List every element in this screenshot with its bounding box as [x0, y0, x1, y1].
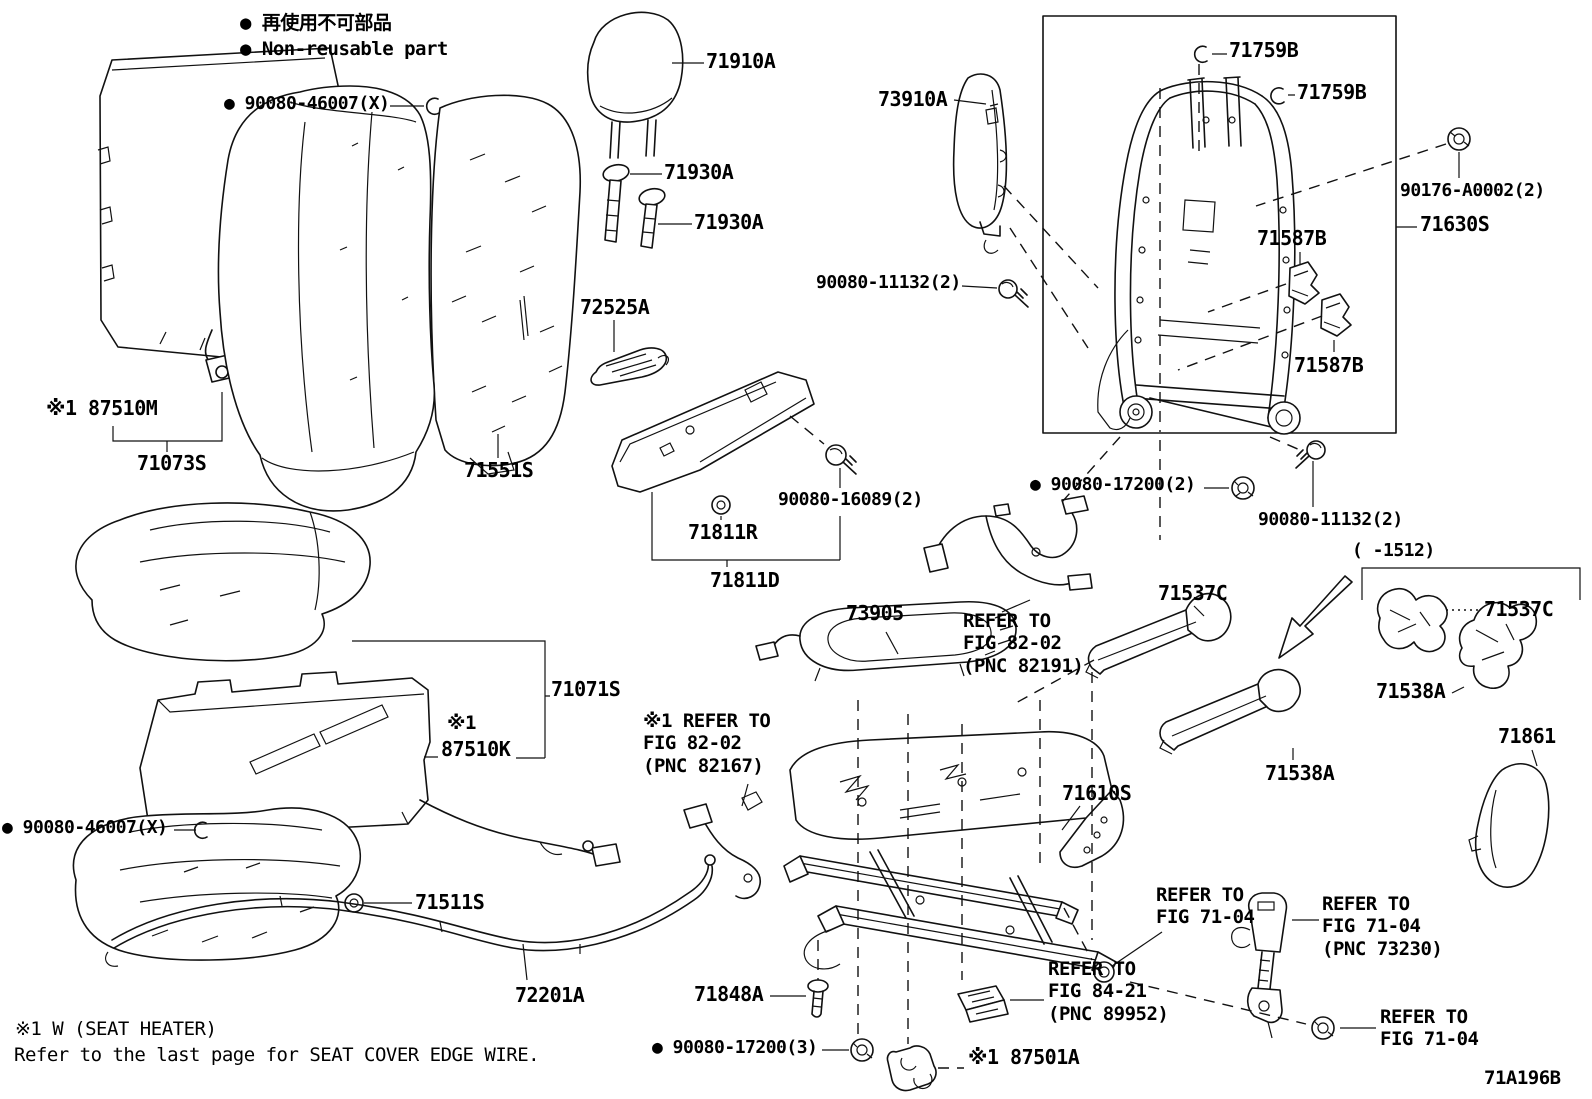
- recline-lever-72525a-drawing: [590, 347, 670, 386]
- seatback-frame-box: [1042, 15, 1397, 434]
- part-71537c-2: 71537C: [1484, 597, 1554, 621]
- screw-90080-11132-drawing-1: [998, 279, 1029, 308]
- part-71587b-2: 71587B: [1294, 353, 1364, 377]
- part-87501a: ※1 87501A: [968, 1045, 1080, 1069]
- part-90080-17200-2: ● 90080-17200(2): [1030, 474, 1196, 495]
- headrest-support-71930a-drawing-2: [638, 187, 666, 249]
- part-90080-11132-2: 90080-11132(2): [1258, 509, 1403, 530]
- washer-fig-71-04-drawing: [1093, 961, 1115, 983]
- belt-buckle-drawing: [1231, 892, 1288, 1039]
- edge-wire-72201a-drawing: [105, 854, 716, 967]
- rail-shield-71537c-right-drawing: [1376, 587, 1448, 653]
- part-71538a-2: 71538A: [1265, 761, 1335, 785]
- ref-fig-82-02-82191: REFER TO FIG 82-02 (PNC 82191): [963, 610, 1084, 677]
- rail-shield-71538a-right-drawing: [1458, 601, 1538, 689]
- part-90080-11132-1: 90080-11132(2): [816, 272, 961, 293]
- part-90080-16089: 90080-16089(2): [778, 489, 923, 510]
- figure-code: 71A196B: [1484, 1067, 1561, 1089]
- part-73910a: 73910A: [878, 87, 948, 111]
- seat-track-71610s-drawing: [783, 730, 1125, 979]
- headrest-support-71930a-drawing-1: [602, 163, 630, 243]
- bracket-1512-variants: [1361, 567, 1581, 600]
- part-87510m: ※1 87510M: [46, 396, 158, 420]
- bracket-71587b-drawing-1: [1288, 261, 1320, 305]
- part-71930a-1: 71930A: [664, 160, 734, 184]
- cushion-cover-71071s-drawing: [75, 502, 371, 662]
- part-87510k: 87510K: [441, 737, 511, 761]
- seat-shield-71811d-drawing: [611, 371, 815, 493]
- part-71073s: 71073S: [137, 451, 207, 475]
- part-71538a-1: 71538A: [1376, 679, 1446, 703]
- headrest-71910a-drawing: [586, 11, 684, 159]
- part-73905: 73905: [846, 601, 904, 625]
- cushion-heater-87510k-drawing: [139, 671, 621, 867]
- assembly-dash-lines: [789, 64, 1447, 1044]
- note-mark-1: ※1: [447, 712, 476, 734]
- rail-shield-71538a-left-drawing: [1159, 668, 1301, 755]
- variant-arrow-icon: [1278, 575, 1353, 659]
- harness-82167-drawing: [683, 791, 763, 900]
- outer-shield-71861-drawing: [1468, 763, 1550, 888]
- part-71759b-1: 71759B: [1229, 38, 1299, 62]
- ref-fig-82-02-82167: ※1 REFER TO FIG 82-02 (PNC 82167): [643, 710, 771, 777]
- legend-en: ● Non-reusable part: [240, 38, 448, 60]
- date-range-1512: ( -1512): [1352, 540, 1435, 561]
- part-71537c-1: 71537C: [1158, 581, 1228, 605]
- ref-fig-84-21-89952: REFER TO FIG 84-21 (PNC 89952): [1048, 958, 1169, 1025]
- part-71759b-2: 71759B: [1297, 80, 1367, 104]
- ref-fig-71-04-a: REFER TO FIG 71-04: [1156, 884, 1255, 929]
- nut-fig-71-04-drawing: [1311, 1016, 1335, 1040]
- bracket-71587b-drawing-2: [1320, 293, 1352, 337]
- seatback-pad-71551s-drawing: [430, 94, 582, 475]
- leader-lines: [112, 53, 1538, 1069]
- part-90080-17200-3: ● 90080-17200(3): [652, 1037, 818, 1058]
- part-71861: 71861: [1498, 724, 1556, 748]
- connector-89952-drawing: [957, 985, 1009, 1023]
- part-71811r: 71811R: [688, 520, 758, 544]
- part-71511s: 71511S: [415, 890, 485, 914]
- cushion-pad-71511s-drawing: [72, 807, 364, 961]
- screw-90080-11132-drawing-2: [1295, 440, 1326, 469]
- part-71630s: 71630S: [1420, 212, 1490, 236]
- part-71610s: 71610S: [1062, 781, 1132, 805]
- footnote-line-2: Refer to the last page for SEAT COVER ED…: [14, 1044, 540, 1066]
- side-airbag-73910a-drawing: [952, 73, 1008, 254]
- clip-71759b-drawing-1: [1193, 45, 1208, 64]
- ref-fig-71-04-73230: REFER TO FIG 71-04 (PNC 73230): [1322, 893, 1443, 960]
- nut-90080-17200-2-drawing: [1231, 476, 1255, 500]
- cushion-pan-73905-drawing: [755, 600, 1017, 682]
- part-71930a-2: 71930A: [694, 210, 764, 234]
- harness-82191-drawing: [923, 495, 1093, 591]
- part-71587b-1: 71587B: [1257, 226, 1327, 250]
- clamp-87501a-drawing: [886, 1045, 937, 1092]
- part-71910a: 71910A: [706, 49, 776, 73]
- part-72201a: 72201A: [515, 983, 585, 1007]
- part-71811d: 71811D: [710, 568, 780, 592]
- nut-90176-a0002-drawing: [1447, 127, 1471, 151]
- clip-71759b-drawing-2: [1270, 87, 1285, 105]
- part-90176-a0002: 90176-A0002(2): [1400, 180, 1545, 201]
- part-90080-46007-bottom: ● 90080-46007(X): [2, 817, 168, 838]
- footnote-line-1: ※1 W (SEAT HEATER): [15, 1018, 217, 1040]
- screw-71848a-drawing: [807, 979, 829, 1018]
- part-71848a: 71848A: [694, 982, 764, 1006]
- part-90080-46007-top: ● 90080-46007(X): [224, 93, 390, 114]
- rail-shield-71537c-left-drawing: [1085, 592, 1232, 679]
- clip-90080-46007-top-drawing: [425, 97, 440, 116]
- nut-90080-17200-3-drawing: [850, 1038, 874, 1062]
- clip-90080-46007-bottom-drawing: [193, 821, 208, 840]
- screw-90080-16089-drawing: [825, 444, 857, 475]
- ref-fig-71-04-b: REFER TO FIG 71-04: [1380, 1006, 1479, 1051]
- legend-jp: ● 再使用不可部品: [240, 12, 392, 34]
- seatback-cover-71073s-drawing: [217, 85, 436, 512]
- part-71551s: 71551S: [464, 458, 534, 482]
- seatback-frame-71630s-drawing: [1097, 76, 1301, 435]
- part-72525a: 72525A: [580, 295, 650, 319]
- grommet-71811r-drawing: [711, 495, 731, 515]
- part-71071s: 71071S: [551, 677, 621, 701]
